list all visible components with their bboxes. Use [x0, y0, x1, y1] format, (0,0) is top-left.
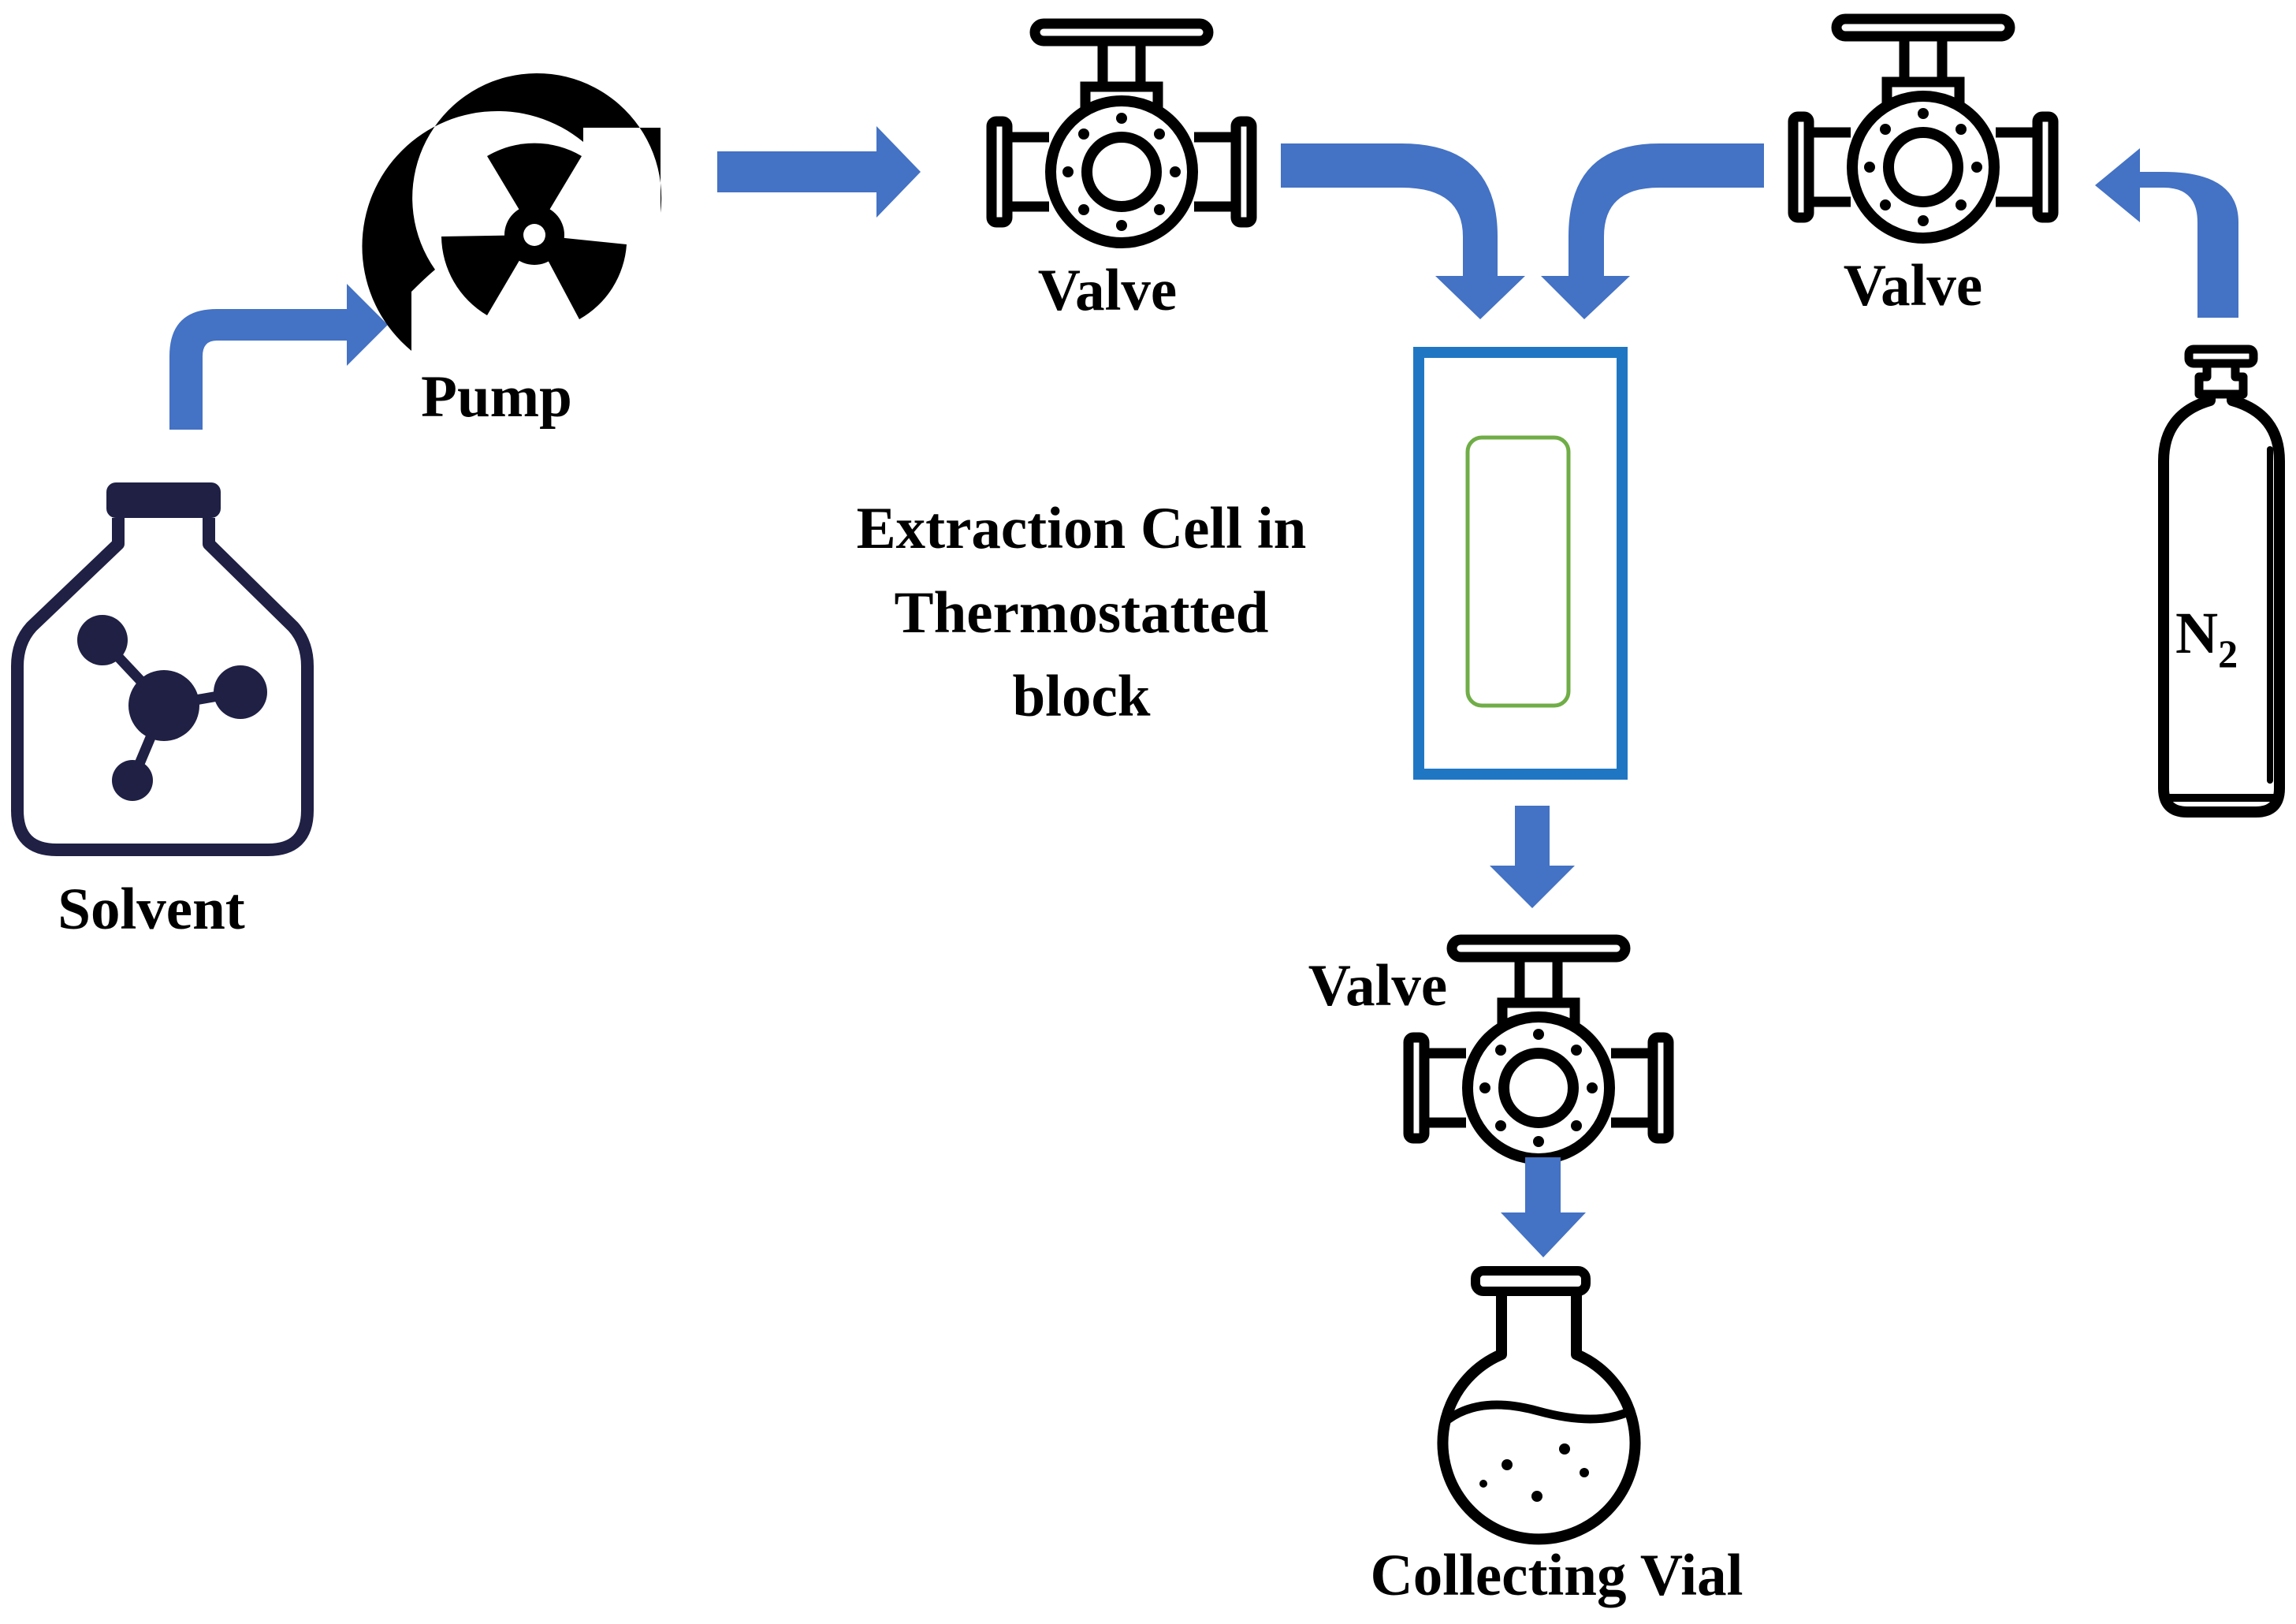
arrow-n2-valve-to-cell	[1541, 143, 1764, 319]
valve-icon	[992, 24, 1252, 243]
arrow-cell-to-valve	[1490, 806, 1575, 908]
gas-label: N2	[2175, 601, 2238, 676]
flask-icon	[1437, 1266, 1641, 1545]
cell-label-line3: block	[1012, 664, 1150, 729]
arrow-valve-to-vial	[1501, 1157, 1586, 1257]
cell-label-line1: Extraction Cell in	[857, 496, 1307, 561]
solvent-label: Solvent	[58, 877, 245, 942]
gas-symbol: N	[2175, 601, 2218, 666]
arrow-n2-to-valve	[2095, 148, 2238, 318]
gas-subscript: 2	[2218, 631, 2238, 676]
valve-right-label: Valve	[1844, 253, 1982, 318]
arrow-valve-to-cell	[1281, 143, 1525, 319]
pump-icon	[362, 73, 662, 351]
arrow-solvent-to-pump	[169, 284, 388, 430]
extraction-cell	[1413, 347, 1628, 780]
valve-top-label: Valve	[1038, 258, 1177, 323]
valve-icon	[1793, 19, 2053, 238]
valve-bottom-label: Valve	[1308, 953, 1447, 1019]
cell-label-line2: Thermostatted	[895, 580, 1269, 646]
valve-icon	[1408, 940, 1669, 1159]
nitrogen-cylinder-icon	[2158, 345, 2285, 818]
vial-label: Collecting Vial	[1371, 1543, 1743, 1608]
arrow-pump-to-valve	[717, 126, 921, 218]
pump-label: Pump	[421, 364, 572, 430]
solvent-bottle-icon	[11, 482, 314, 856]
